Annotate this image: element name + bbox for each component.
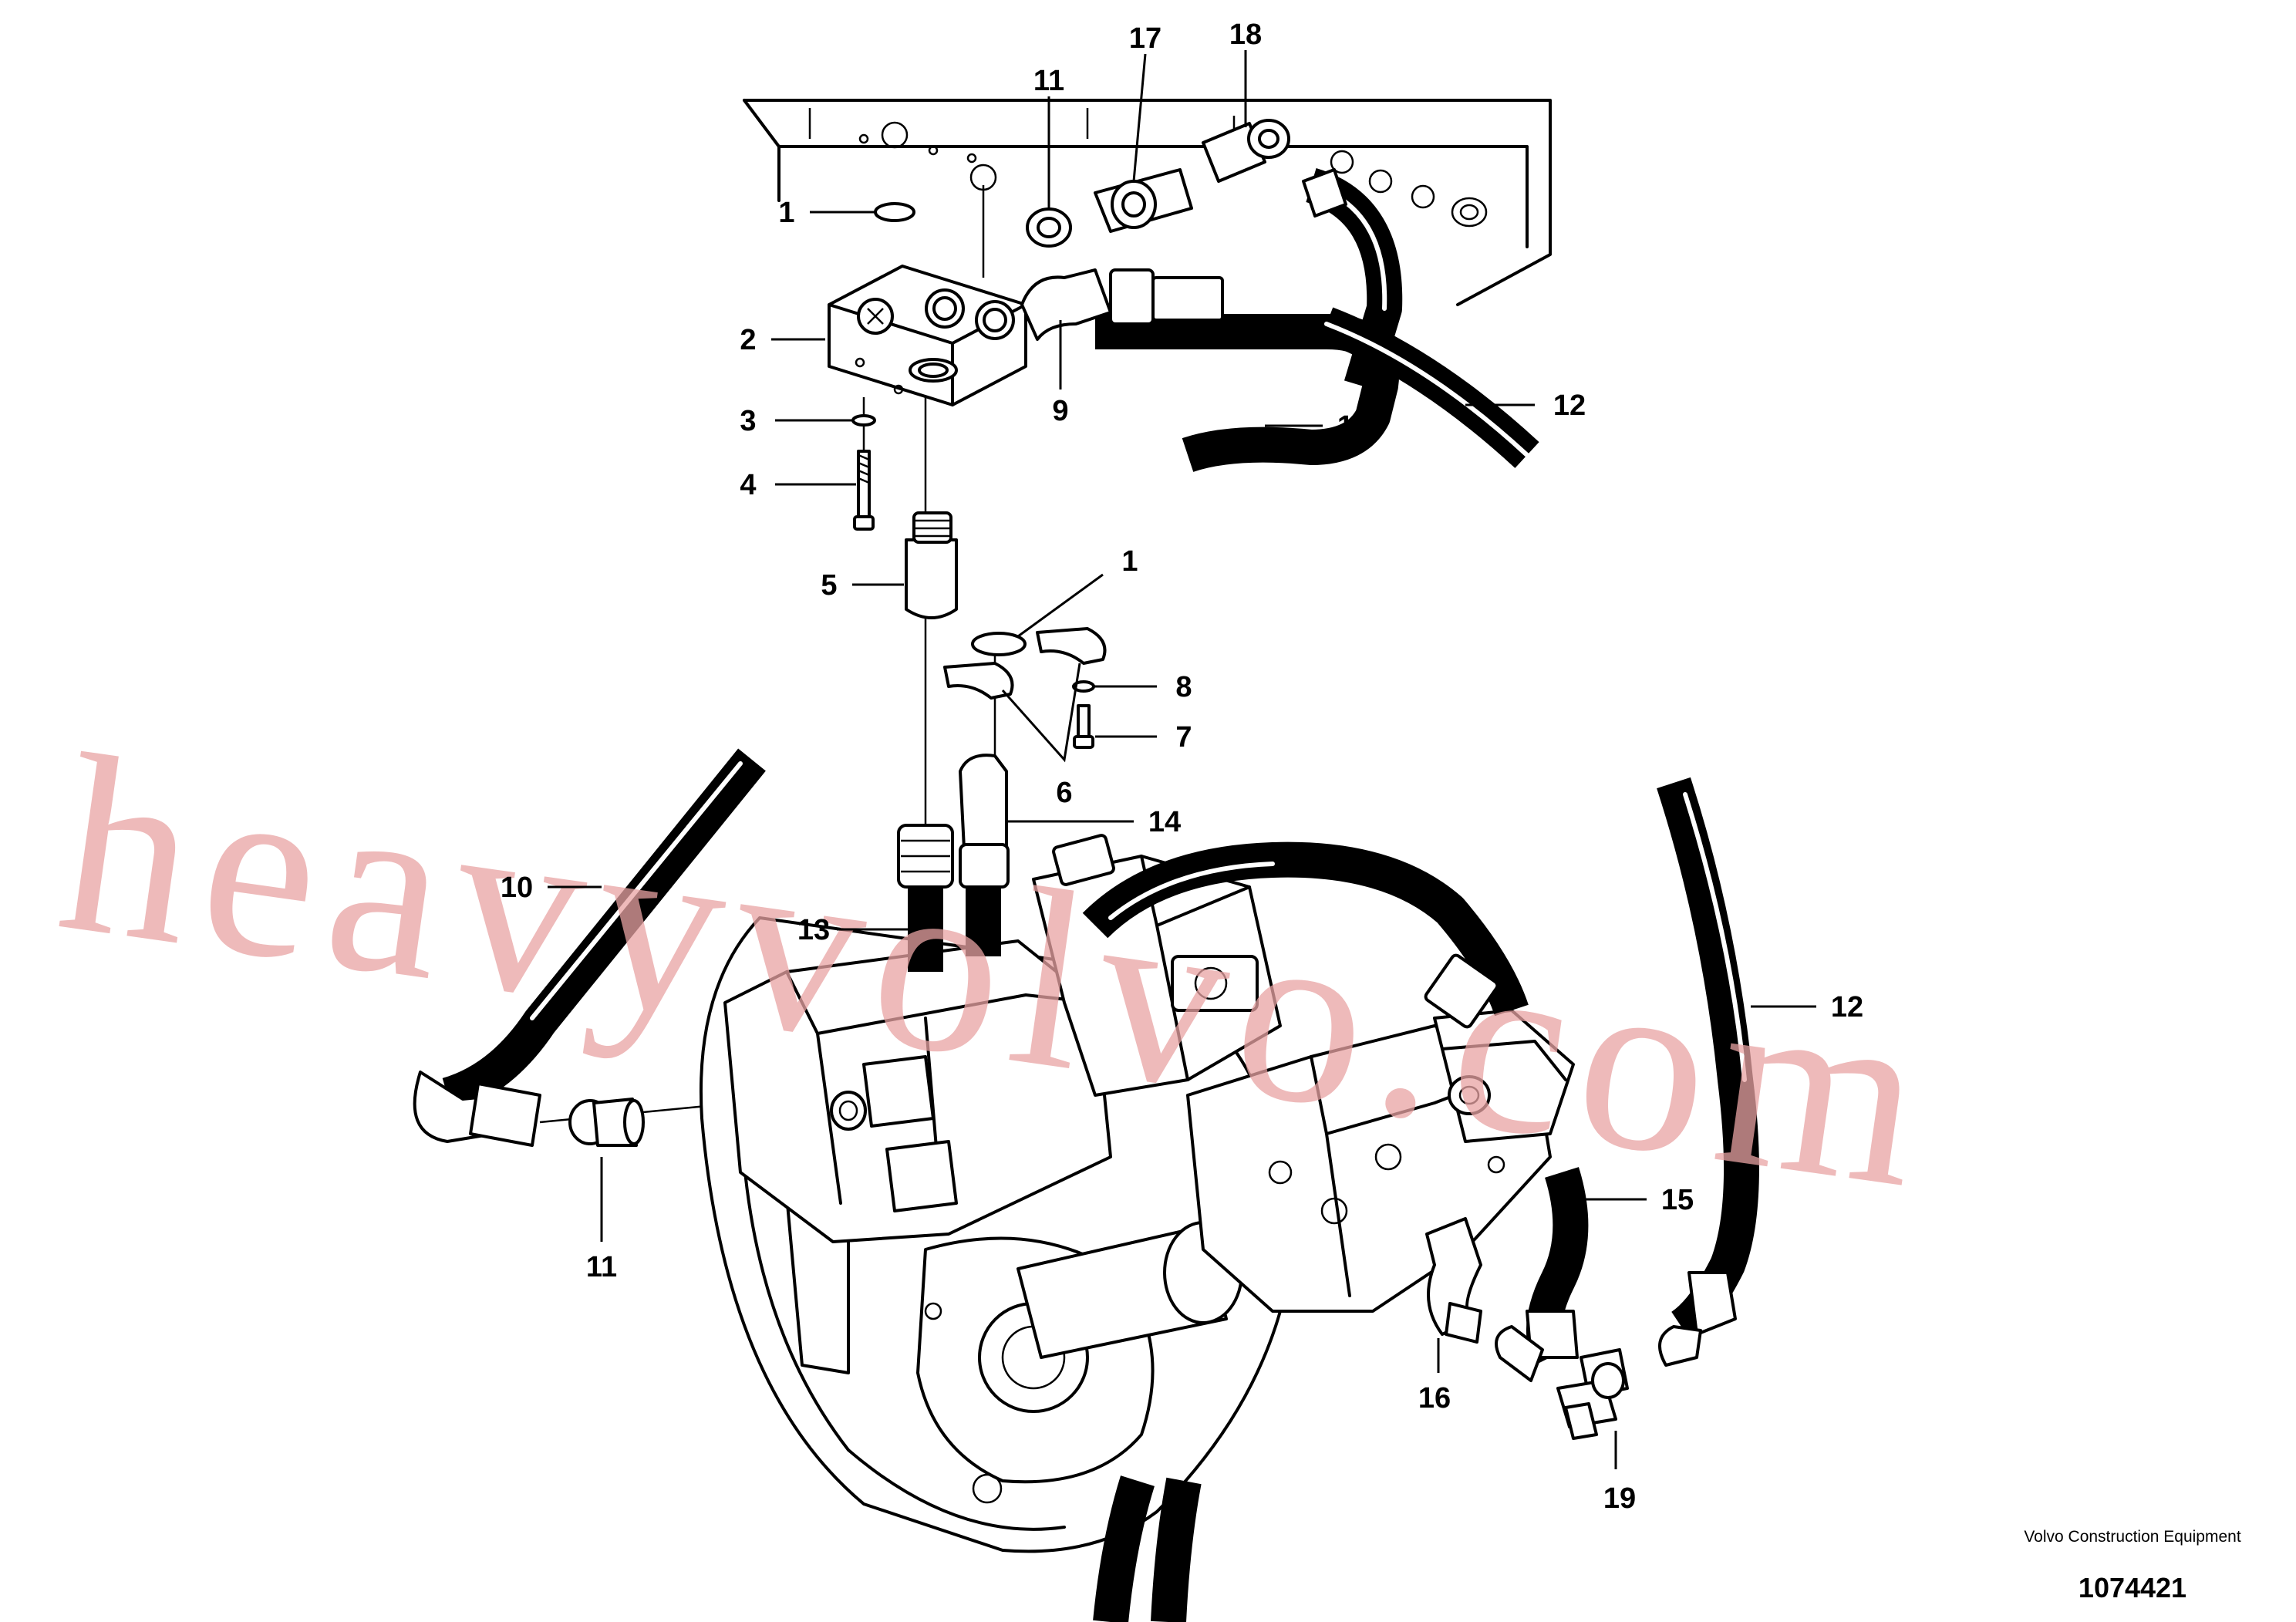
o-ring-top xyxy=(874,202,915,222)
loop-hose-fitting xyxy=(1424,953,1499,1029)
callout-12-top: 12 xyxy=(1553,389,1586,422)
hose-14-fitting xyxy=(959,754,1010,889)
elbow-fitting-16 xyxy=(1425,1217,1482,1344)
hose-12-nut xyxy=(1658,1325,1702,1367)
callout-18: 18 xyxy=(1229,19,1262,51)
callout-group: 1 2 3 4 5 1 8 7 6 14 17 18 11 9 10 12 10 xyxy=(501,19,1863,1515)
hose-12-end xyxy=(1687,1271,1737,1336)
fitting-18 xyxy=(1202,119,1347,218)
callout-10-left: 10 xyxy=(501,872,533,904)
bottom-hose-a xyxy=(1093,1475,1155,1622)
split-flange xyxy=(943,627,1107,700)
valve-block xyxy=(828,265,1027,406)
callout-1-top: 1 xyxy=(778,197,794,229)
pump-loop-hose xyxy=(1082,841,1529,1017)
adapter-fitting xyxy=(905,511,958,619)
drawing-number: 1074421 xyxy=(2078,1572,2187,1603)
tee-fitting-19 xyxy=(1495,1325,1629,1440)
callout-4: 4 xyxy=(740,469,756,501)
callout-6: 6 xyxy=(1056,777,1072,809)
callout-19: 19 xyxy=(1603,1482,1636,1515)
callout-2: 2 xyxy=(740,324,756,356)
callout-3: 3 xyxy=(740,405,756,437)
callout-1-middle: 1 xyxy=(1121,545,1138,578)
callout-15: 15 xyxy=(1661,1184,1694,1216)
flange-bolt xyxy=(1073,704,1094,749)
callout-10-top: 10 xyxy=(1337,410,1370,443)
manufacturer-caption: Volvo Construction Equipment xyxy=(2024,1528,2241,1546)
callout-14: 14 xyxy=(1148,806,1181,838)
washer-and-bolt xyxy=(851,414,876,531)
pump-assembly xyxy=(699,834,1575,1553)
callout-11-lower: 11 xyxy=(586,1251,617,1283)
plug-fitting-11-lower xyxy=(568,1098,645,1147)
callout-7: 7 xyxy=(1175,721,1192,754)
callout-9: 9 xyxy=(1052,395,1068,427)
fitting-11-top xyxy=(1026,207,1072,248)
o-ring-middle xyxy=(971,632,1027,656)
callout-16: 16 xyxy=(1418,1382,1451,1415)
elbow-fitting-9 xyxy=(1020,268,1224,341)
callout-5: 5 xyxy=(821,569,837,602)
hose-13-fitting xyxy=(897,824,954,889)
tee-fitting-17 xyxy=(1094,168,1193,233)
callout-11-top: 11 xyxy=(1033,65,1064,97)
callout-8: 8 xyxy=(1175,671,1192,703)
callout-13: 13 xyxy=(797,914,830,946)
callout-12-right: 12 xyxy=(1831,991,1863,1023)
callout-17: 17 xyxy=(1129,22,1161,55)
bottom-hose-b xyxy=(1151,1477,1202,1622)
hose-10-left xyxy=(442,748,766,1113)
hose-10-nut xyxy=(469,1082,541,1147)
